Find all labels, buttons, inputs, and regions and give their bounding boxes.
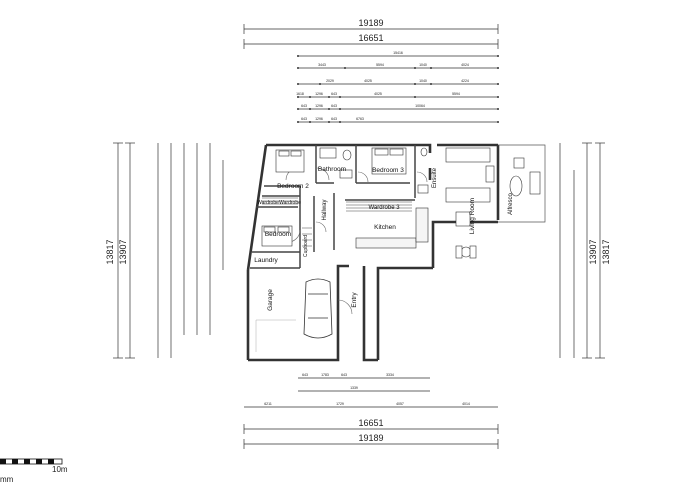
bathroom-fixtures [319, 147, 429, 194]
bathtub-icon [319, 147, 337, 159]
top-dim-2b: 5594 [376, 63, 384, 67]
top-dim-5d: 10064 [415, 104, 425, 108]
toilet-icon [420, 147, 428, 157]
left-dimensions [113, 142, 224, 359]
room-laundry: Laundry [254, 257, 278, 264]
side-table-icon [485, 165, 495, 183]
toilet-icon [342, 149, 352, 161]
room-cupboard: Cupboard [303, 235, 309, 257]
bottom-dim-1a: 643 [302, 373, 308, 377]
sofa-icon [445, 187, 491, 203]
top-dim-4e: 5594 [452, 92, 460, 96]
top-dim-6c: 643 [331, 117, 337, 121]
room-garage: Garage [267, 289, 274, 311]
top-dimension-ticks [297, 55, 499, 123]
height-right-outer: 13817 [601, 239, 611, 264]
chair-icon [513, 157, 525, 169]
scale-label: 10m [52, 465, 68, 474]
height-left-inner: 13907 [118, 239, 128, 264]
top-dimensions [243, 24, 499, 123]
kitchen-bench [415, 207, 429, 243]
kitchen-benches [355, 207, 429, 249]
armchair-icon [455, 211, 471, 227]
alfresco-outline [498, 144, 546, 223]
overall-width-bottom: 19189 [358, 433, 383, 443]
bottom-dim-3d: 4014 [462, 402, 470, 406]
room-entry: Entry [351, 292, 358, 308]
top-dim-4a: 1618 [296, 92, 304, 96]
room-bathroom: Bathroom [318, 166, 346, 173]
bottom-dim-3c: 4057 [396, 402, 404, 406]
room-labels: Bedroom 2 Bathroom Bedroom 3 Ensuite Liv… [254, 166, 514, 311]
pillow-icon [263, 226, 276, 233]
bottom-dimensions [243, 377, 499, 449]
height-left-outer: 13817 [105, 239, 115, 264]
bottom-dim-2: 1339 [350, 386, 358, 390]
car-icon [303, 278, 333, 339]
top-dim-3a: 2029 [326, 79, 334, 83]
living-furniture [445, 147, 541, 259]
top-dim-6b: 1296 [315, 117, 323, 121]
top-dim-2a: 3443 [318, 63, 326, 67]
top-dim-2d: 4024 [461, 63, 469, 67]
pillow-icon [374, 148, 389, 156]
interior-walls [250, 145, 416, 269]
chair-icon [469, 245, 477, 259]
bench-icon [529, 171, 541, 195]
top-dim-5b: 1296 [315, 104, 323, 108]
room-ensuite: Ensuite [432, 167, 438, 188]
basin-icon [339, 169, 353, 179]
room-wardrobe-2: Wardrobe [279, 200, 301, 206]
pillow-icon [277, 226, 290, 233]
pillow-icon [389, 148, 404, 156]
top-dim-4c: 643 [331, 92, 337, 96]
basin-icon [417, 184, 429, 194]
inner-width-bottom: 16651 [358, 418, 383, 428]
room-wardrobe: Wardrobe [257, 200, 279, 206]
top-dim-5c: 643 [331, 104, 337, 108]
top-dim-6a: 643 [301, 117, 307, 121]
bottom-dim-3a: 6211 [264, 402, 272, 406]
room-bedroom2: Bedroom 2 [277, 183, 309, 190]
bottom-dim-1c: 643 [341, 373, 347, 377]
pillow-icon [278, 150, 290, 157]
kitchen-island [355, 237, 417, 249]
room-hallway: Hallway [322, 199, 328, 220]
top-dim-1: 15416 [393, 51, 403, 55]
room-bedroom: Bedroom [265, 231, 291, 238]
right-dimensions [559, 142, 605, 359]
room-wardrobe3: Wardrobe 3 [368, 205, 400, 211]
pillow-icon [290, 150, 302, 157]
top-dim-6d: 6763 [356, 117, 364, 121]
height-right-inner: 13907 [588, 239, 598, 264]
outdoor-table-icon [509, 175, 523, 197]
top-dim-3d: 4224 [461, 79, 469, 83]
top-dim-3b: 4025 [364, 79, 372, 83]
top-dim-5a: 643 [301, 104, 307, 108]
room-bedroom3: Bedroom 3 [372, 167, 404, 174]
inner-width-top: 16651 [358, 33, 383, 43]
top-dim-4b: 1296 [315, 92, 323, 96]
sofa-icon [445, 147, 491, 163]
garage-floor-hatch [255, 319, 296, 352]
overall-width-top: 19189 [358, 18, 383, 28]
top-dim-2c: 1040 [419, 63, 427, 67]
top-dim-3c: 1040 [419, 79, 427, 83]
chair-icon [455, 245, 463, 259]
dining-table-icon [460, 246, 472, 258]
room-alfresco: Alfresco [508, 193, 514, 215]
scale-unit: mm [0, 475, 14, 484]
bottom-dim-1b: 1783 [321, 373, 329, 377]
room-kitchen: Kitchen [374, 224, 396, 231]
top-dim-4d: 4025 [374, 92, 382, 96]
room-living: Living Room [469, 198, 476, 234]
beds [261, 147, 407, 247]
scale-bar: 10m mm [0, 458, 68, 484]
bottom-dim-3b: 1729 [336, 402, 344, 406]
wardrobe-hatch [262, 197, 412, 247]
bottom-dim-1d: 3334 [386, 373, 394, 377]
